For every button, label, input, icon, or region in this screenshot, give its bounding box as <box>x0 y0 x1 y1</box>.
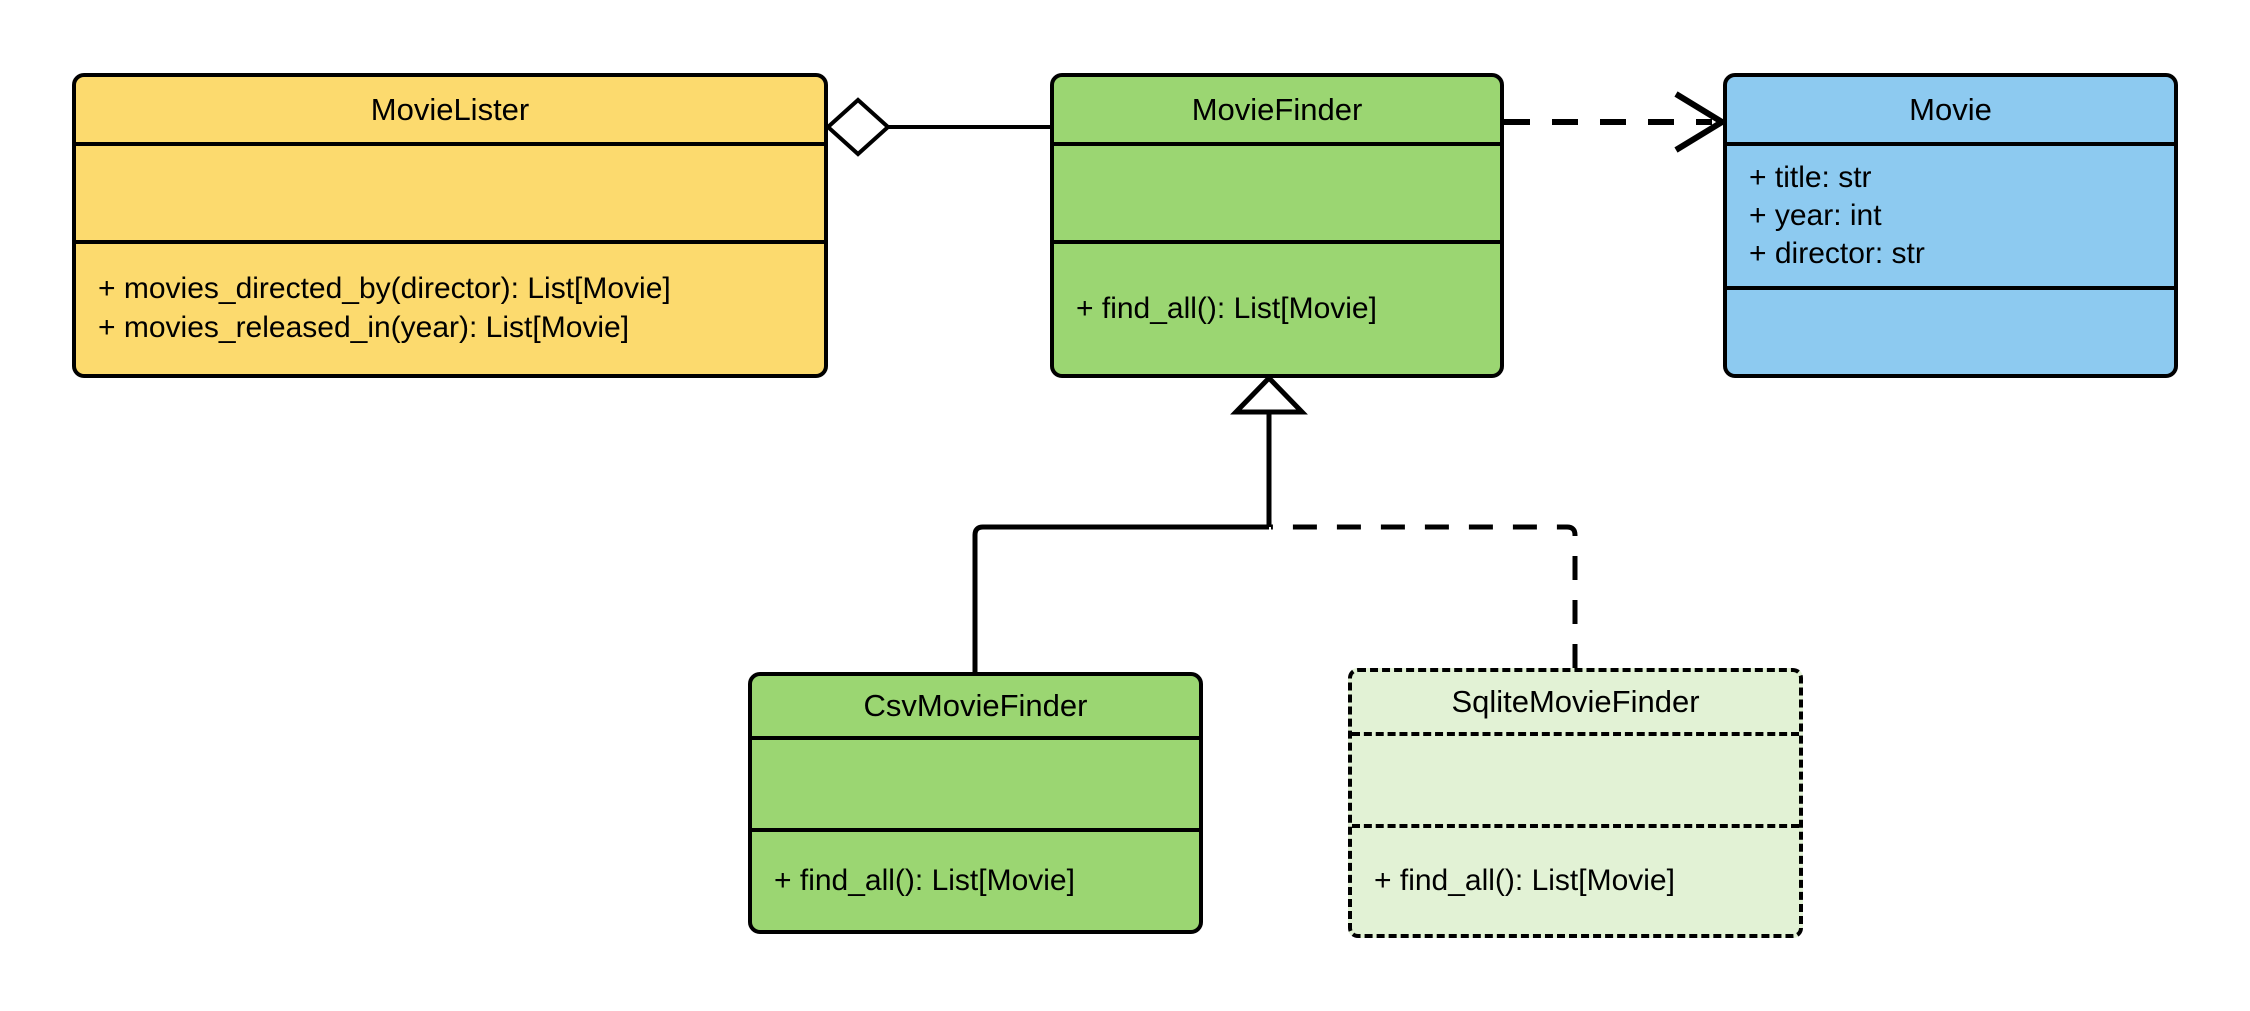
class-box-movie-finder[interactable]: MovieFinder + find_all(): List[Movie] <box>1050 73 1504 378</box>
class-name-label: MovieLister <box>370 91 530 127</box>
class-attributes-compartment <box>1352 732 1799 824</box>
class-name-compartment: Movie <box>1727 77 2174 142</box>
hollow-triangle-icon <box>1230 374 1308 415</box>
class-name-label: SqliteMovieFinder <box>1451 684 1700 719</box>
class-methods-compartment: + find_all(): List[Movie] <box>752 828 1199 930</box>
class-box-movie-lister[interactable]: MovieLister + movies_directed_by(directo… <box>72 73 828 378</box>
class-attributes-compartment <box>76 142 824 239</box>
method-item: + find_all(): List[Movie] <box>1076 291 1377 325</box>
method-item: + find_all(): List[Movie] <box>774 863 1075 897</box>
class-box-sqlite-movie-finder[interactable]: SqliteMovieFinder + find_all(): List[Mov… <box>1348 668 1803 938</box>
class-box-movie[interactable]: Movie + title: str + year: int + directo… <box>1723 73 2178 378</box>
edge-aggregation-lister-finder[interactable] <box>825 97 1050 157</box>
attribute-item: + director: str <box>1749 237 1925 271</box>
class-name-compartment: CsvMovieFinder <box>752 676 1199 736</box>
generalization-line-sqlite <box>1271 524 1578 668</box>
hollow-diamond-icon <box>825 97 891 157</box>
generalization-line-csv <box>972 524 1269 672</box>
method-item: + movies_released_in(year): List[Movie] <box>98 310 630 344</box>
edge-generalization-sqlite-finder[interactable] <box>1271 524 1578 668</box>
class-name-label: CsvMovieFinder <box>863 687 1088 723</box>
method-item: + find_all(): List[Movie] <box>1374 863 1675 897</box>
open-arrowhead-icon <box>1674 91 1728 153</box>
class-methods-compartment: + find_all(): List[Movie] <box>1054 239 1500 374</box>
class-name-compartment: MovieLister <box>76 77 824 142</box>
class-box-csv-movie-finder[interactable]: CsvMovieFinder + find_all(): List[Movie] <box>748 672 1203 934</box>
class-methods-compartment <box>1727 286 2174 374</box>
class-attributes-compartment <box>752 736 1199 828</box>
class-name-compartment: MovieFinder <box>1054 77 1500 142</box>
class-attributes-compartment <box>1054 142 1500 239</box>
method-item: + movies_directed_by(director): List[Mov… <box>98 272 671 306</box>
edge-dependency-finder-movie[interactable] <box>1504 91 1728 153</box>
attribute-item: + year: int <box>1749 199 1882 233</box>
class-methods-compartment: + find_all(): List[Movie] <box>1352 824 1799 934</box>
class-attributes-compartment: + title: str + year: int + director: str <box>1727 142 2174 286</box>
edge-generalization-csv-finder[interactable] <box>972 410 1272 672</box>
class-methods-compartment: + movies_directed_by(director): List[Mov… <box>76 239 824 374</box>
class-name-compartment: SqliteMovieFinder <box>1352 672 1799 732</box>
attribute-item: + title: str <box>1749 160 1872 194</box>
class-name-label: MovieFinder <box>1191 91 1363 127</box>
class-name-label: Movie <box>1909 91 1992 127</box>
